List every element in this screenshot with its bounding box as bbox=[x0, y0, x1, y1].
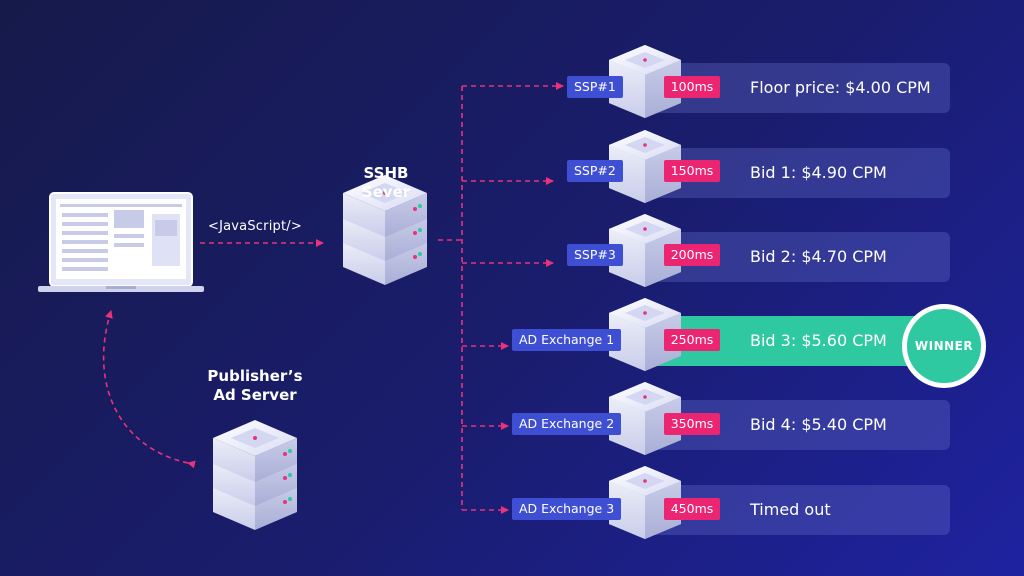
adx1-result-text: Bid 3: $5.60 CPM bbox=[750, 331, 887, 350]
adx3-result-text: Timed out bbox=[750, 500, 831, 519]
ssp1-name-tag: SSP#1 bbox=[567, 76, 623, 98]
ssp3-latency-tag: 200ms bbox=[664, 244, 720, 266]
adx2-latency-tag: 350ms bbox=[664, 413, 720, 435]
publisher-title-line1: Publisher’s bbox=[207, 367, 303, 385]
adx3-latency-tag: 450ms bbox=[664, 498, 720, 520]
ssp1-result-text: Floor price: $4.00 CPM bbox=[750, 78, 931, 97]
ssp3-name-tag: SSP#3 bbox=[567, 244, 623, 266]
sshb-title-line2: Sever bbox=[361, 183, 411, 201]
sshb-server-title: SSHB Sever bbox=[326, 164, 446, 202]
laptop-publisher-curved-arrow bbox=[102, 310, 196, 469]
ssp3-result-text: Bid 2: $4.70 CPM bbox=[750, 247, 887, 266]
winner-badge: WINNER bbox=[902, 304, 986, 388]
publisher-ad-server-icon bbox=[213, 420, 297, 530]
ssp2-result-text: Bid 1: $4.90 CPM bbox=[750, 163, 887, 182]
laptop-icon bbox=[38, 192, 204, 292]
ssp2-latency-tag: 150ms bbox=[664, 160, 720, 182]
adx1-latency-tag: 250ms bbox=[664, 329, 720, 351]
sshb-title-line1: SSHB bbox=[363, 164, 409, 182]
javascript-label: <JavaScript/> bbox=[208, 219, 302, 234]
adx2-result-text: Bid 4: $5.40 CPM bbox=[750, 415, 887, 434]
adx1-name-tag: AD Exchange 1 bbox=[512, 329, 622, 351]
publisher-title-line2: Ad Server bbox=[213, 386, 297, 404]
publisher-server-title: Publisher’s Ad Server bbox=[195, 367, 315, 405]
ssp-server-icons bbox=[609, 45, 681, 539]
adx2-name-tag: AD Exchange 2 bbox=[512, 413, 622, 435]
adx3-name-tag: AD Exchange 3 bbox=[512, 498, 622, 520]
connectors bbox=[102, 82, 564, 514]
ssp2-name-tag: SSP#2 bbox=[567, 160, 623, 182]
sshb-server-icon bbox=[343, 175, 427, 285]
ssp1-latency-tag: 100ms bbox=[664, 76, 720, 98]
